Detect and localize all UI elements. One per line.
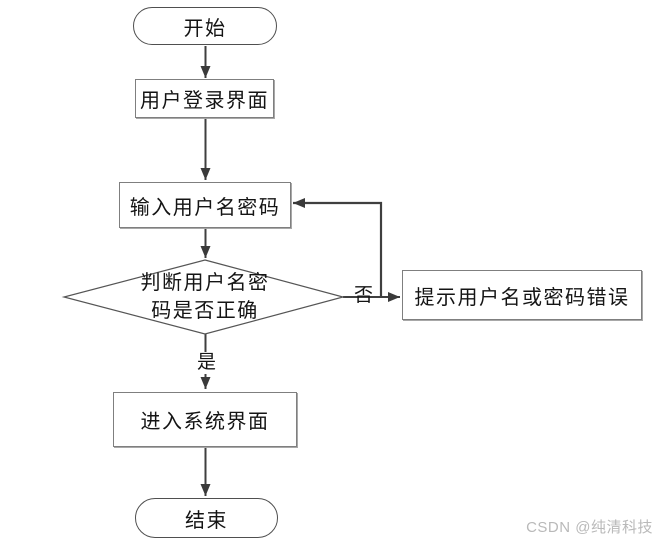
edge-label-yes: 是 <box>196 352 218 374</box>
arrow-error-return-to-input <box>293 198 383 296</box>
node-error-prompt: 提示用户名或密码错误 <box>402 270 642 320</box>
node-login-screen-label: 用户登录界面 <box>140 90 269 112</box>
node-end-label: 结束 <box>185 509 228 532</box>
node-input-credentials: 输入用户名密码 <box>119 182 291 228</box>
watermark: CSDN @纯清科技 <box>526 519 653 536</box>
edge-label-no: 否 <box>354 285 374 306</box>
node-check-credentials-label: 判断用户名密 码是否正确 <box>140 272 270 322</box>
node-input-credentials-label: 输入用户名密码 <box>129 196 281 219</box>
node-enter-system: 进入系统界面 <box>113 392 297 447</box>
node-check-credentials: 判断用户名密 码是否正确 <box>120 269 290 325</box>
node-start: 开始 <box>133 7 277 45</box>
node-error-prompt-label: 提示用户名或密码错误 <box>414 286 630 309</box>
node-end: 结束 <box>135 498 278 538</box>
node-enter-system-label: 进入系统界面 <box>140 411 270 433</box>
node-start-label: 开始 <box>183 17 227 40</box>
decision-diamond-shape <box>61 259 346 335</box>
node-login-screen: 用户登录界面 <box>135 79 274 118</box>
